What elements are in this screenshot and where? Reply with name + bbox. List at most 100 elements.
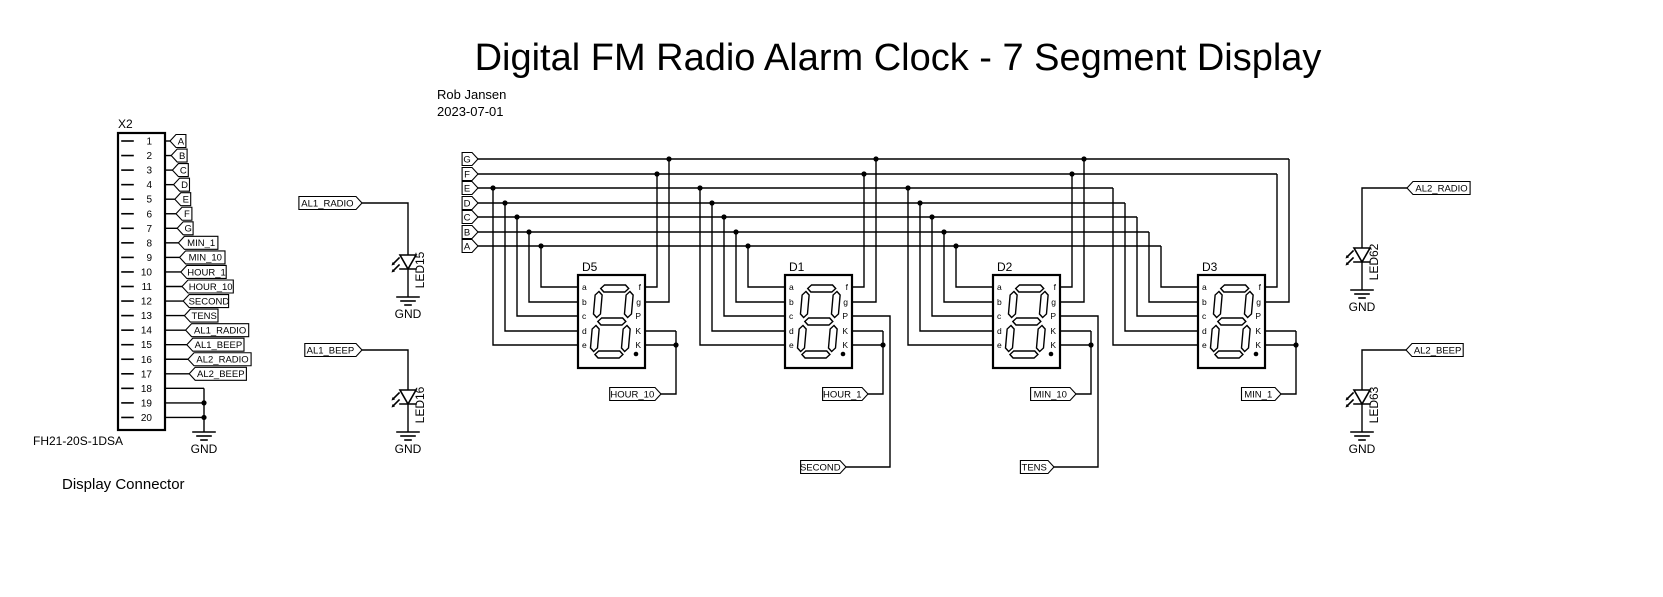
flag-hour_1-label: HOUR_1 — [823, 389, 862, 400]
alarm-leds: AL1_RADIOGNDLED15AL1_BEEPGNDLED16AL2_RAD… — [298, 180, 1471, 456]
gnd-symbol: GND — [191, 431, 218, 456]
flag-al2_beep: AL2_BEEP — [188, 366, 247, 381]
wire — [907, 188, 993, 346]
bus-flag-d-shape — [461, 195, 479, 211]
pin-name: c — [997, 311, 1002, 321]
wire — [868, 331, 884, 395]
flag-min_1: MIN_1 — [177, 235, 219, 250]
led-ref: LED62 — [1367, 243, 1381, 280]
junction-dot — [880, 342, 886, 348]
pin-name: K — [635, 326, 641, 336]
pin-name: P — [1050, 311, 1056, 321]
flag-tens-shape — [183, 308, 219, 323]
wire — [645, 174, 658, 288]
flag-al1_beep-shape — [304, 342, 363, 358]
flag-al2_radio-shape — [1406, 180, 1471, 196]
junction-dot — [502, 200, 508, 206]
led-led62: AL2_RADIO GND LED62 — [1344, 180, 1471, 314]
pin-number: 17 — [141, 369, 153, 380]
pin-number: 6 — [146, 209, 152, 220]
gnd-symbol: GND — [1349, 289, 1376, 314]
pin-name: g — [1256, 297, 1261, 307]
gnd-label: GND — [395, 442, 422, 456]
flag-a-shape — [169, 133, 187, 149]
pin-name: P — [1255, 311, 1261, 321]
wire — [1265, 159, 1290, 303]
junction-dot — [1069, 171, 1075, 177]
wire — [1148, 232, 1198, 303]
bus-flag-c-shape — [461, 209, 479, 225]
flag-min_1-label: MIN_1 — [1244, 389, 1272, 400]
flag-min_1-shape — [1240, 386, 1282, 402]
junction-dot — [1293, 342, 1299, 348]
display-ref: D5 — [582, 260, 598, 274]
wire — [919, 203, 993, 332]
wire — [1361, 349, 1406, 390]
pin-name: K — [1255, 340, 1261, 350]
pin-number: 15 — [141, 340, 153, 351]
pin-number: 9 — [146, 253, 152, 264]
connector-designator: X2 — [118, 117, 133, 131]
decimal-point — [633, 351, 639, 357]
flag-al1_radio-shape — [184, 323, 250, 338]
pin-name: K — [842, 340, 848, 350]
flag-c-shape — [171, 163, 189, 178]
flag-b: B — [170, 148, 188, 163]
pin-name: a — [1202, 282, 1207, 292]
flag-al1_radio-label: AL1_RADIO — [301, 198, 353, 209]
flag-al1_beep-shape — [186, 337, 245, 352]
junction-dot — [861, 171, 867, 177]
junction-dot — [1088, 342, 1094, 348]
flag-d-shape — [172, 177, 191, 192]
pin-name: d — [1202, 326, 1207, 336]
flag-c: C — [171, 163, 189, 178]
connector-caption: Display Connector — [62, 476, 185, 493]
wire — [1124, 203, 1198, 332]
flag-al2_radio-label: AL2_RADIO — [1415, 183, 1467, 194]
pin-number: 1 — [146, 137, 152, 148]
pin-number: 13 — [141, 311, 153, 322]
wire — [1054, 315, 1099, 468]
bus-flag-f: F — [461, 166, 479, 182]
wire — [1361, 187, 1407, 248]
junction-dot — [490, 185, 496, 191]
pin-name: f — [846, 282, 849, 292]
pin-number: 12 — [141, 297, 153, 308]
flag-f-shape — [175, 206, 193, 221]
flag-min_10-shape — [178, 250, 226, 265]
pin-number: 19 — [141, 398, 153, 409]
flag-al1_beep: AL1_BEEP — [186, 337, 245, 352]
flag-min_1: MIN_1 — [1240, 386, 1282, 402]
gnd-label: GND — [1349, 300, 1376, 314]
junction-dot — [654, 171, 660, 177]
pin-number: 8 — [146, 238, 152, 249]
bus-flag-e-shape — [461, 180, 479, 196]
flag-al2_beep-shape — [188, 366, 247, 381]
flag-al1_beep-label: AL1_BEEP — [195, 340, 243, 351]
pin-name: K — [635, 340, 641, 350]
flag-hour_10: HOUR_10 — [609, 386, 662, 402]
wire — [1160, 246, 1198, 288]
bus-flag-e-label: E — [464, 183, 470, 194]
wire — [846, 315, 891, 468]
bus-flag-e: E — [461, 180, 479, 196]
pin-name: a — [789, 282, 794, 292]
flag-e: E — [174, 192, 192, 207]
led-ref: LED16 — [413, 386, 427, 423]
bus-flag-d: D — [461, 195, 479, 211]
flag-second-label: SECOND — [800, 462, 841, 473]
pin-name: e — [789, 340, 794, 350]
flag-tens: TENS — [1019, 459, 1055, 475]
junction-dot — [201, 414, 207, 421]
wire — [955, 246, 993, 288]
connector-body — [116, 131, 167, 432]
flag-min_10: MIN_10 — [1030, 386, 1077, 402]
